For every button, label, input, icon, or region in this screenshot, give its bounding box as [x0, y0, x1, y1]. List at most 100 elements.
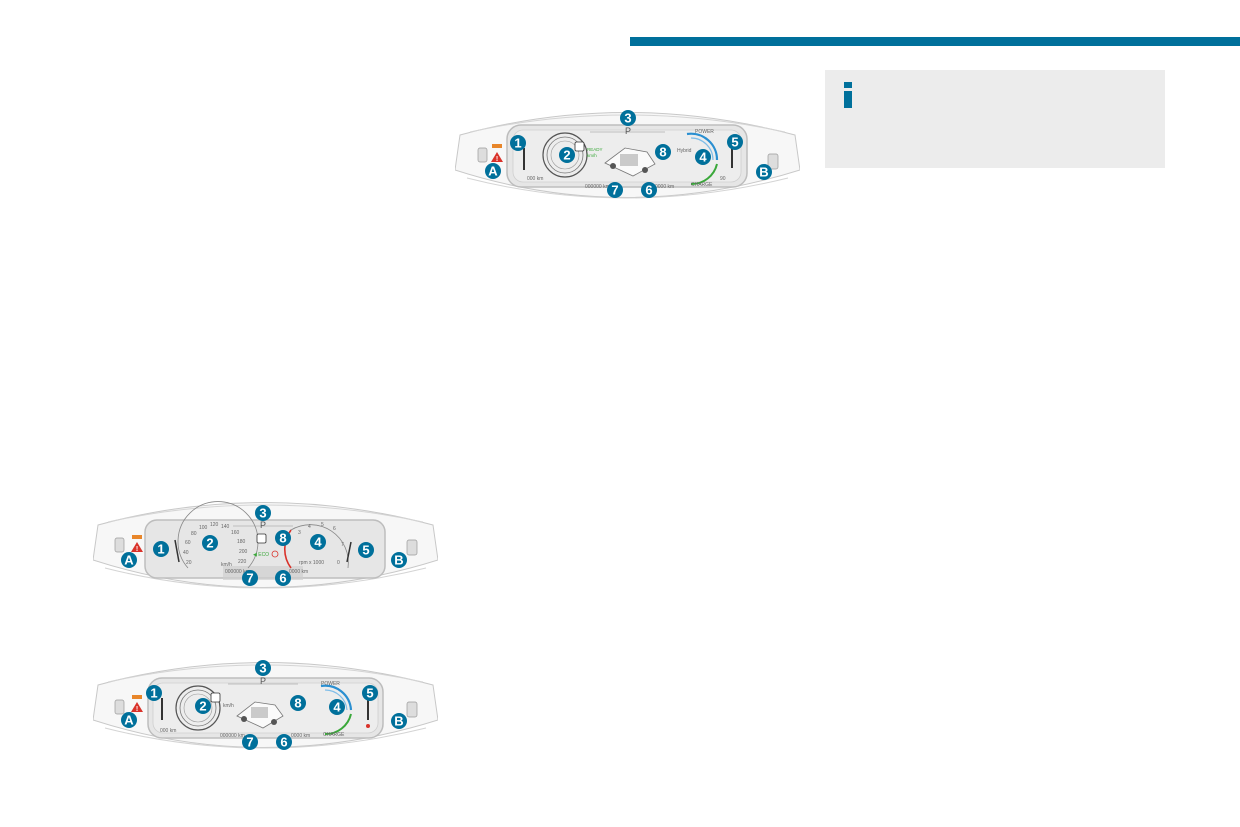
- callout-7: 7: [242, 734, 258, 750]
- callout-7: 7: [607, 182, 623, 198]
- rpm-unit-text: rpm x 1000: [299, 560, 324, 566]
- charge-label: CHARGE: [323, 732, 345, 738]
- warning-triangle-icon: !: [131, 695, 143, 713]
- svg-text:B: B: [759, 165, 768, 180]
- mode-text: Hybrid: [677, 148, 692, 154]
- callout-2: 2: [559, 147, 575, 163]
- svg-text:A: A: [124, 713, 134, 728]
- power-label: POWER: [321, 681, 340, 687]
- callout-5: 5: [358, 542, 374, 558]
- svg-text:6: 6: [280, 735, 287, 750]
- charge-label: CHARGE: [691, 182, 713, 188]
- odometer-left-text: 000000 km: [585, 184, 610, 190]
- warning-triangle-icon: !: [131, 535, 143, 553]
- callout-8: 8: [655, 144, 671, 160]
- left-stalk-button: [477, 147, 488, 163]
- info-note-box: [825, 70, 1165, 168]
- left-stalk-button: [114, 537, 125, 553]
- svg-text:3: 3: [259, 506, 266, 521]
- svg-text:180: 180: [237, 539, 246, 545]
- callout-A: A: [121, 552, 137, 568]
- gear-indicator: P: [260, 520, 266, 530]
- odometer-right-text: 0000 km: [291, 733, 310, 739]
- svg-text:1: 1: [150, 686, 157, 701]
- callout-A: A: [485, 163, 501, 179]
- odometer-left-text: 000000 km: [225, 569, 250, 575]
- svg-text:6: 6: [645, 183, 652, 198]
- svg-text:B: B: [394, 553, 403, 568]
- ready-text: READY: [587, 147, 603, 152]
- svg-text:4: 4: [308, 524, 311, 530]
- callout-2: 2: [202, 535, 218, 551]
- callout-4: 4: [310, 534, 326, 550]
- svg-text:80: 80: [191, 531, 197, 537]
- svg-text:20: 20: [186, 560, 192, 566]
- info-icon: [843, 82, 853, 108]
- section-header-bar: [630, 37, 1240, 46]
- svg-text:7: 7: [246, 735, 253, 750]
- callout-6: 6: [641, 182, 657, 198]
- gear-indicator: P: [260, 676, 266, 686]
- svg-text:7: 7: [246, 571, 253, 586]
- svg-text:2: 2: [563, 148, 570, 163]
- instrument-cluster-hybrid-top: P ! 000 km READY km/h Hybrid POWER CHARG…: [455, 110, 800, 199]
- range-left-text: 000 km: [160, 728, 176, 734]
- svg-text:5: 5: [731, 135, 738, 150]
- svg-text:1: 1: [157, 542, 164, 557]
- svg-text:8: 8: [294, 696, 301, 711]
- range-left-text: 000 km: [527, 176, 543, 182]
- svg-text:3: 3: [298, 530, 301, 536]
- right-stalk-button: [767, 153, 779, 170]
- callout-4: 4: [329, 699, 345, 715]
- callout-5: 5: [362, 685, 378, 701]
- power-label: POWER: [695, 129, 714, 135]
- svg-text:2: 2: [206, 536, 213, 551]
- svg-text:0: 0: [337, 560, 340, 566]
- svg-text:!: !: [136, 706, 138, 713]
- svg-text:7: 7: [341, 542, 344, 548]
- svg-text:A: A: [488, 164, 498, 179]
- svg-text:3: 3: [624, 111, 631, 126]
- odometer-right-text: 0000 km: [289, 569, 308, 575]
- speed-unit-text: km/h: [221, 562, 232, 568]
- svg-text:4: 4: [333, 700, 341, 715]
- svg-text:4: 4: [314, 535, 322, 550]
- svg-text:120: 120: [210, 522, 219, 528]
- callout-3: 3: [255, 660, 271, 676]
- right-stalk-button: [406, 701, 418, 718]
- svg-text:220: 220: [238, 559, 247, 565]
- callout-A: A: [121, 712, 137, 728]
- svg-text:3: 3: [259, 661, 266, 676]
- speed-unit-text: km/h: [223, 703, 234, 709]
- svg-text:100: 100: [199, 525, 208, 531]
- callout-8: 8: [290, 695, 306, 711]
- svg-text:A: A: [124, 553, 134, 568]
- svg-text:40: 40: [183, 550, 189, 556]
- svg-text:2: 2: [199, 699, 206, 714]
- callout-B: B: [756, 164, 772, 180]
- callout-6: 6: [276, 734, 292, 750]
- callout-1: 1: [510, 135, 526, 151]
- callout-2: 2: [195, 698, 211, 714]
- svg-text:140: 140: [221, 524, 230, 530]
- svg-text:200: 200: [239, 549, 248, 555]
- left-stalk-button: [114, 699, 125, 715]
- range-right-text: 90: [720, 176, 726, 182]
- svg-text:8: 8: [659, 145, 666, 160]
- speed-unit-text: km/h: [587, 153, 597, 158]
- callout-7: 7: [242, 570, 258, 586]
- odometer-right-text: 0000 km: [655, 184, 674, 190]
- svg-text:5: 5: [362, 543, 369, 558]
- warning-triangle-icon: !: [491, 144, 503, 163]
- svg-text:!: !: [496, 156, 498, 163]
- callout-6: 6: [275, 570, 291, 586]
- svg-text:8: 8: [279, 531, 286, 546]
- svg-text:160: 160: [231, 530, 240, 536]
- svg-text:5: 5: [321, 522, 324, 528]
- svg-text:7: 7: [611, 183, 618, 198]
- callout-1: 1: [153, 541, 169, 557]
- callout-B: B: [391, 713, 407, 729]
- callout-4: 4: [695, 149, 711, 165]
- svg-text:◀ ECO: ◀ ECO: [253, 552, 269, 558]
